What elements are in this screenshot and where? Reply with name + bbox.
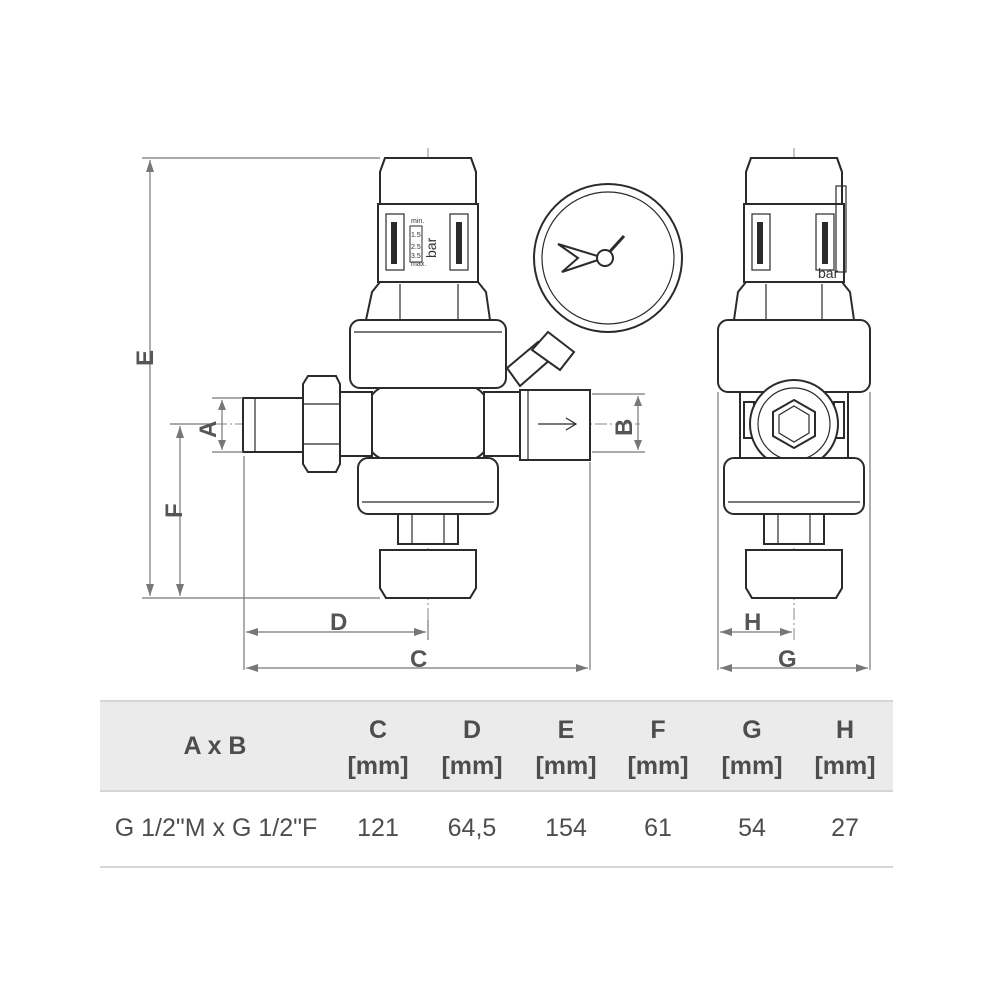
bottom-knob [379, 549, 477, 599]
cell-f: 61 [644, 814, 672, 842]
dimension-c: C [246, 462, 591, 673]
cell-e: 154 [545, 814, 587, 842]
header-d: D [mm] [427, 712, 517, 784]
label-f: F [161, 503, 188, 518]
dimension-b: B [592, 393, 645, 453]
header-e-name: E [557, 716, 575, 744]
header-f: F [mm] [613, 712, 703, 784]
inlet-union [242, 375, 373, 473]
header-c: C [mm] [333, 712, 423, 784]
side-bar-unit-label: bar [818, 265, 839, 281]
technical-drawing: min. 1.5 2.5 3.5 max. bar [132, 148, 871, 673]
cell-c: 121 [357, 814, 399, 842]
header-f-name: F [650, 716, 666, 744]
lower-body [357, 457, 499, 515]
header-c-unit: [mm] [347, 752, 409, 780]
header-h: H [mm] [800, 712, 890, 784]
label-c: C [410, 646, 427, 673]
cell-d: 64,5 [447, 814, 497, 842]
bonnet-nut [364, 281, 492, 321]
header-a-x-b-name: A x B [183, 732, 247, 760]
cell-h: 27 [831, 814, 859, 842]
scale-max: max. [411, 261, 426, 268]
pressure-gauge [505, 183, 683, 388]
header-d-name: D [462, 716, 482, 744]
dimension-h: H [717, 392, 792, 670]
cell-connection: G 1/2"M x G 1/2"F [114, 814, 318, 842]
label-h: H [744, 609, 761, 636]
cell-g: 54 [738, 814, 766, 842]
label-e: E [132, 350, 159, 366]
upper-body [349, 319, 507, 389]
dimension-g: G [720, 392, 871, 673]
header-c-name: C [368, 716, 388, 744]
dimensions-table: A x B C [mm] D [mm] E [mm] F [mm] G [mm]… [100, 700, 893, 870]
drain-fitting [397, 513, 459, 545]
scale-min: min. [411, 218, 424, 225]
front-view: min. 1.5 2.5 3.5 max. bar [132, 148, 683, 673]
header-g: G [mm] [707, 712, 797, 784]
bonnet: min. 1.5 2.5 3.5 max. bar [377, 203, 479, 283]
scale-1-5: 1.5 [411, 232, 421, 239]
side-view: bar H [717, 148, 871, 673]
label-b: B [611, 419, 638, 436]
table-row: G 1/2"M x G 1/2"F 121 64,5 154 61 54 27 [100, 790, 893, 868]
header-a-x-b: A x B [140, 728, 290, 764]
dimension-f: F [161, 423, 215, 596]
body-waist [362, 387, 494, 459]
header-d-unit: [mm] [441, 752, 503, 780]
scale-2-5: 2.5 [411, 244, 421, 251]
dimension-e: E [132, 157, 380, 599]
dimension-a: A [195, 397, 243, 453]
header-h-unit: [mm] [814, 752, 876, 780]
header-e: E [mm] [521, 712, 611, 784]
adjustment-knob [379, 157, 477, 205]
outlet-connection [483, 389, 591, 461]
label-a: A [195, 421, 222, 438]
header-g-name: G [742, 716, 762, 744]
bar-unit-label: bar [423, 237, 439, 258]
header-g-unit: [mm] [721, 752, 783, 780]
label-g: G [778, 646, 797, 673]
header-f-unit: [mm] [627, 752, 689, 780]
label-d: D [330, 609, 347, 636]
scale-3-5: 3.5 [411, 253, 421, 260]
header-h-name: H [835, 716, 855, 744]
header-e-unit: [mm] [535, 752, 597, 780]
dimension-d: D [243, 456, 429, 670]
table-header: A x B C [mm] D [mm] E [mm] F [mm] G [mm]… [100, 700, 893, 792]
